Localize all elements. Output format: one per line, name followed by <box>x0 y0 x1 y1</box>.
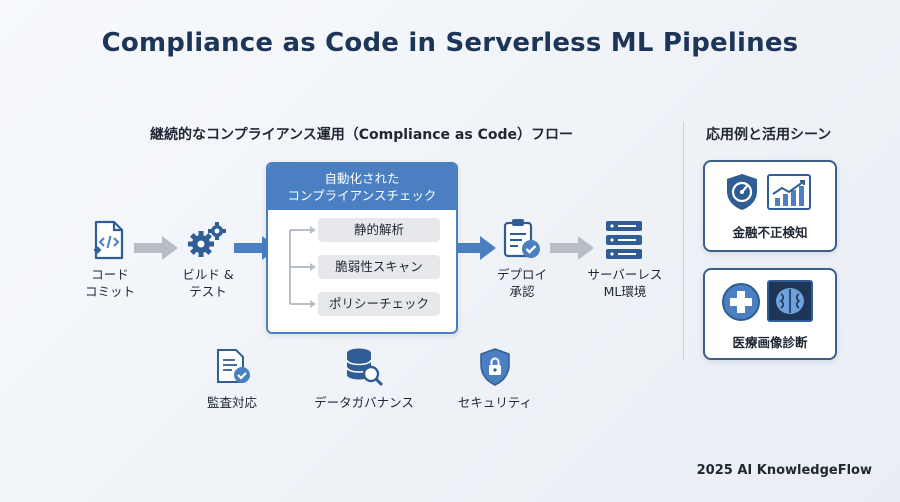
governance-data: データガバナンス <box>314 395 414 410</box>
automated-compliance-title-line1: 自動化された <box>324 171 400 186</box>
applications-heading: 応用例と活用シーン <box>706 127 832 143</box>
step-deploy-approval-line2: 承認 <box>509 284 535 299</box>
check-policy: ポリシーチェック <box>318 292 440 316</box>
check-branch-connector <box>289 226 316 308</box>
step-build-test: ビルド & テスト <box>168 266 248 300</box>
flow-heading: 継続的なコンプライアンス運用（Compliance as Code）フロー <box>150 127 573 143</box>
step-code-commit: コード コミット <box>70 266 150 300</box>
code-file-icon <box>94 220 124 260</box>
automated-compliance-box: 自動化された コンプライアンスチェック 静的解析 脆弱性スキャン ポリシーチェッ… <box>266 162 458 334</box>
security-shield-icon <box>480 348 510 386</box>
step-serverless-env: サーバーレス ML環境 <box>580 266 670 300</box>
clipboard-check-icon <box>503 219 540 258</box>
growth-chart-icon <box>767 174 811 210</box>
step-deploy-approval: デプロイ 承認 <box>482 266 562 300</box>
step-deploy-approval-line1: デプロイ <box>496 267 547 282</box>
brain-scan-icon <box>767 280 813 322</box>
footer-credit: 2025 AI KnowledgeFlow <box>696 463 872 478</box>
step-code-commit-line1: コード <box>91 267 129 282</box>
arrow-deploy-to-serverless <box>550 236 594 260</box>
check-static-analysis: 静的解析 <box>318 218 440 242</box>
step-serverless-env-line2: ML環境 <box>603 284 647 299</box>
step-build-test-line2: テスト <box>189 284 227 299</box>
page-title: Compliance as Code in Serverless ML Pipe… <box>101 28 799 58</box>
medical-cross-icon <box>722 283 760 321</box>
section-divider <box>683 122 684 360</box>
server-stack-icon <box>606 221 642 259</box>
automated-compliance-title-line2: コンプライアンスチェック <box>287 188 437 203</box>
app-card-fraud-detection: 金融不正検知 <box>703 160 837 252</box>
shield-gauge-icon <box>727 174 757 210</box>
automated-compliance-title: 自動化された コンプライアンスチェック <box>268 164 456 210</box>
arrow-compliance-to-deploy <box>456 236 496 260</box>
step-code-commit-line2: コミット <box>84 284 135 299</box>
database-search-icon <box>346 348 384 387</box>
app-card-medical-imaging: 医療画像診断 <box>703 268 837 360</box>
check-vulnerability-scan: 脆弱性スキャン <box>318 255 440 279</box>
step-serverless-env-line1: サーバーレス <box>587 267 663 282</box>
governance-security: セキュリティ <box>457 395 533 410</box>
audit-document-icon <box>217 349 250 383</box>
governance-audit: 監査対応 <box>206 395 257 410</box>
gears-icon <box>188 222 226 257</box>
app-label-fraud-detection: 金融不正検知 <box>732 225 808 240</box>
step-build-test-line1: ビルド & <box>182 267 234 282</box>
app-label-medical-imaging: 医療画像診断 <box>732 335 808 350</box>
arrow-commit-to-build <box>134 236 178 260</box>
